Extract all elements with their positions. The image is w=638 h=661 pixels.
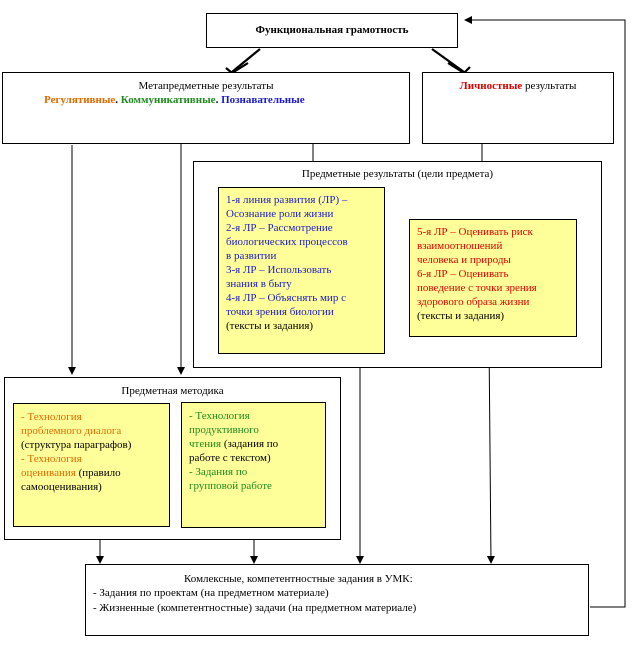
arrow-linesR-to-bottom <box>486 337 495 564</box>
method-left-box: - Технология проблемного диалога (структ… <box>13 403 170 527</box>
method-right-line: групповой работе <box>189 480 272 492</box>
method-left-list: - Технология проблемного диалога (структ… <box>21 410 131 494</box>
method-title: Предметная методика <box>121 385 224 397</box>
subject-title: Предметные результаты (цели предмета) <box>301 168 494 180</box>
method-left-line: проблемного диалога <box>21 425 122 437</box>
lines-left-line: точки зрения биологии <box>226 306 334 318</box>
lines-right-line: человека и природы <box>417 254 511 266</box>
personal-rest: результаты <box>522 80 577 92</box>
lines-right-line: поведение с точки зрения <box>417 282 537 294</box>
meta-categories: Регулятивные. Коммуникативные. Познавате… <box>44 93 305 107</box>
method-left-assess: оценивания <box>21 467 76 479</box>
lines-right-line: 5-я ЛР – Оценивать риск <box>417 226 533 238</box>
feedback-arrow <box>464 16 626 608</box>
lines-left-line: 4-я ЛР – Объяснять мир с <box>226 292 346 304</box>
method-right-line: - Технология <box>189 410 250 422</box>
top-box: Функциональная грамотность <box>206 13 458 48</box>
lines-right-line: взаимоотношений <box>417 240 503 252</box>
method-right-tasks: (задания по <box>221 438 279 450</box>
meta-box: Метапредметные результаты Регулятивные. … <box>2 72 410 144</box>
method-right-reading: чтения <box>189 438 222 450</box>
lines-left-line: биологических процессов <box>226 236 348 248</box>
lines-right-line: 6-я ЛР – Оценивать <box>417 268 509 280</box>
lines-left-line: 3-я ЛР – Использовать <box>226 264 332 276</box>
method-right-line: - Задания по <box>189 466 248 478</box>
lines-left-line: в развитии <box>226 250 277 262</box>
method-left-line: - Технология <box>21 411 82 423</box>
method-right-line: чтения (задания по <box>189 437 278 451</box>
personal-title: Личностные результаты <box>423 79 613 93</box>
method-right-box: - Технология продуктивного чтения (задан… <box>181 402 326 528</box>
lines-right-list: 5-я ЛР – Оценивать риск взаимоотношений … <box>417 225 537 323</box>
meta-regulative: Регулятивные <box>44 94 116 106</box>
lines-right-line: здорового образа жизни <box>417 296 530 308</box>
bottom-title: Комлексные, компетентностные задания в У… <box>184 573 413 585</box>
meta-cognitive: Познавательные <box>221 94 305 106</box>
method-left-line: самооценивания) <box>21 481 102 493</box>
lines-left-line: 2-я ЛР – Рассмотрение <box>226 222 333 234</box>
lines-left-box: 1-я линия развития (ЛР) – Осознание роли… <box>218 187 385 354</box>
method-left-line: оценивания (правило <box>21 466 131 480</box>
method-right-line: работе с текстом) <box>189 452 271 464</box>
personal-bold: Личностные <box>459 80 523 92</box>
lines-right-box: 5-я ЛР – Оценивать риск взаимоотношений … <box>409 219 577 337</box>
bottom-box: Комлексные, компетентностные задания в У… <box>85 564 589 636</box>
bottom-item-1: - Задания по проектам (на предметном мат… <box>93 587 329 599</box>
arrow-top-to-personal <box>431 48 465 73</box>
bottom-item-2: - Жизненные (компетентностные) задачи (н… <box>93 602 417 614</box>
meta-title: Метапредметные результаты <box>138 80 274 92</box>
lines-left-line: знания в быту <box>226 278 292 290</box>
method-left-line: - Технология <box>21 453 82 465</box>
lines-left-line: Осознание роли жизни <box>226 208 334 220</box>
arrow-top-to-meta <box>231 48 261 73</box>
personal-box: Личностные результаты <box>422 72 614 144</box>
method-right-line: продуктивного <box>189 424 259 436</box>
meta-sep1: . <box>115 94 121 106</box>
method-right-list: - Технология продуктивного чтения (задан… <box>189 409 278 493</box>
method-left-rule: (правило <box>75 467 121 479</box>
lines-left-list: 1-я линия развития (ЛР) – Осознание роли… <box>226 193 348 333</box>
meta-sep2: . <box>215 94 222 106</box>
method-left-line: (структура параграфов) <box>21 439 132 451</box>
lines-left-note: (тексты и задания) <box>226 320 314 332</box>
meta-communicative: Коммуникативные <box>120 94 216 106</box>
lines-left-line: 1-я линия развития (ЛР) – <box>226 194 348 206</box>
lines-right-note: (тексты и задания) <box>417 310 505 322</box>
top-title: Функциональная грамотность <box>255 24 409 36</box>
